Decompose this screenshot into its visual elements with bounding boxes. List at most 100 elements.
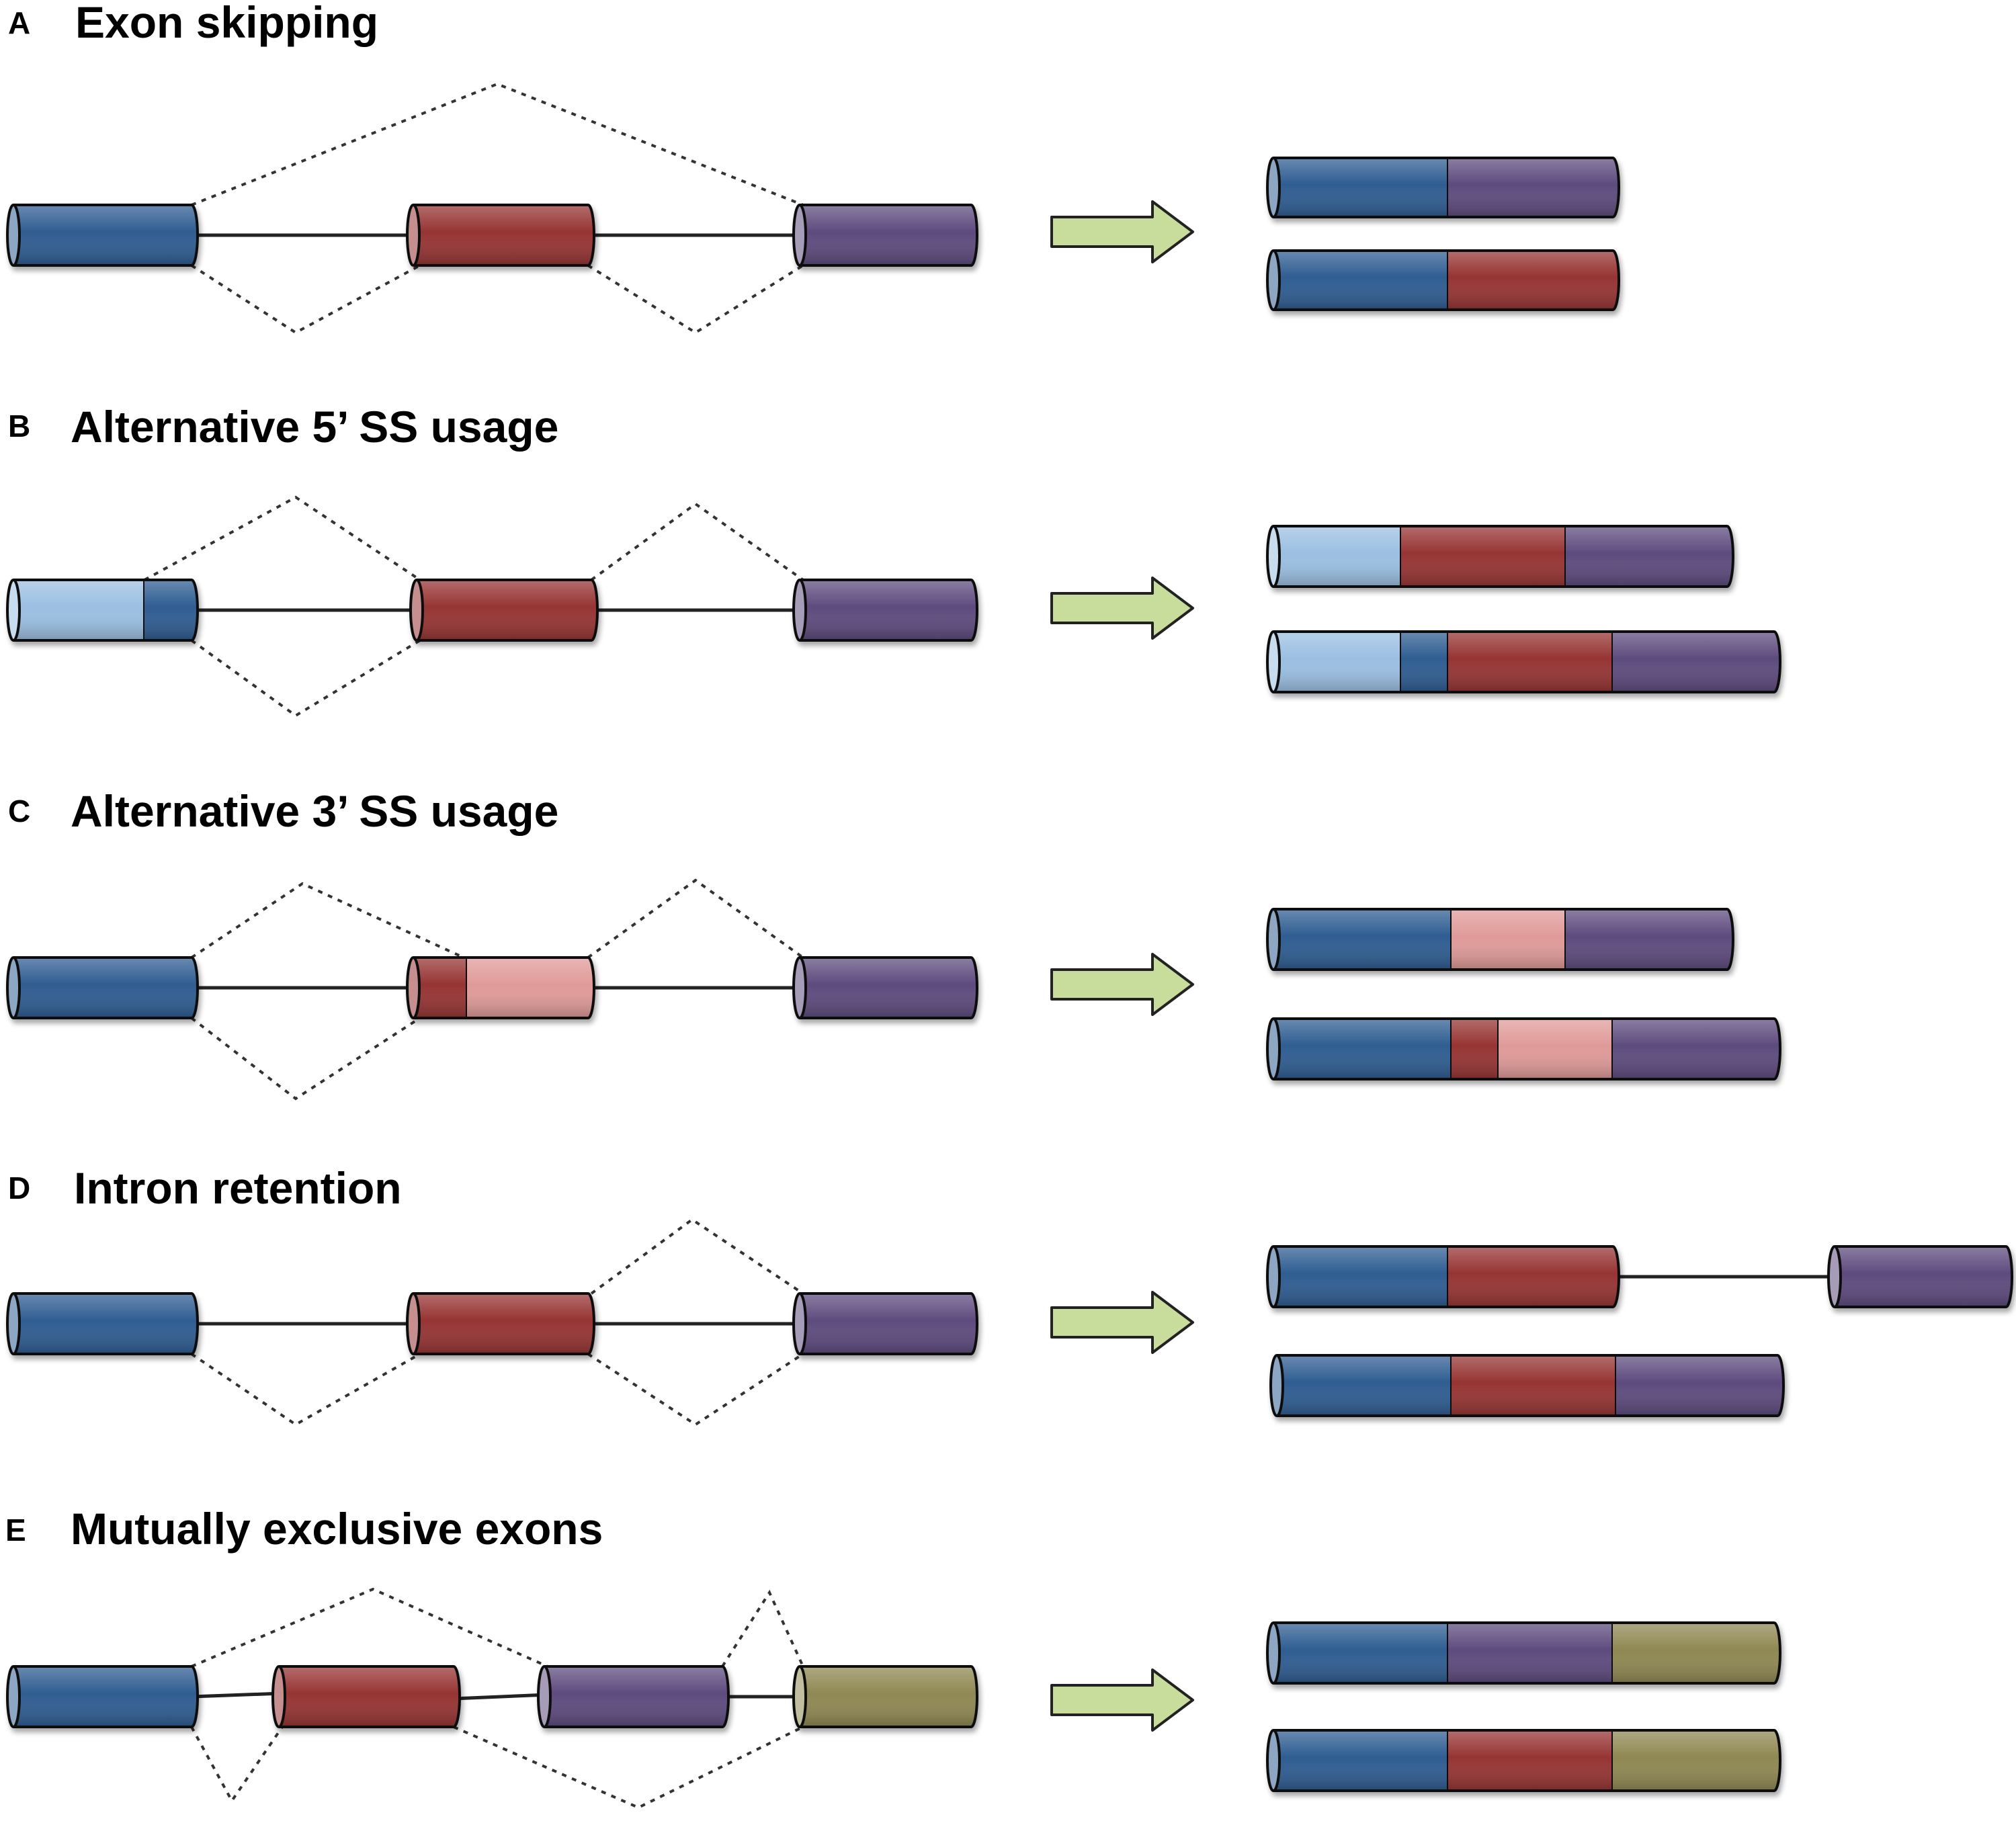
pre-mrna (6, 495, 978, 718)
mrna-isoform (1266, 630, 1781, 693)
panel-e: E Mutually exclusive exons (5, 1504, 1781, 1810)
exon-segment-shading (1273, 158, 1448, 217)
exon-segment-shading (1448, 1623, 1613, 1683)
panel-letter: E (5, 1513, 26, 1548)
exon-segment-shading (13, 205, 198, 265)
arrow-icon (1050, 953, 1194, 1016)
exon-segment-shading (800, 1666, 977, 1727)
exon-segment-shading (1448, 1730, 1613, 1791)
mrna-isoform (1266, 1017, 1781, 1080)
exon-segment-shading (1448, 1246, 1619, 1307)
exon-segment-shading (1452, 1355, 1616, 1416)
mrna-isoform (1269, 1354, 1785, 1417)
pre-mrna (6, 878, 978, 1101)
arrow-icon (1050, 577, 1194, 640)
exon-outline (1273, 630, 1781, 693)
exon-outline (544, 1665, 730, 1728)
mrna-isoforms (1266, 1245, 2013, 1417)
splice-junction (587, 264, 804, 335)
exon-outline (800, 1292, 978, 1355)
exon-cap (1266, 157, 1281, 218)
mrna-isoform (1266, 525, 1734, 588)
exon-segment-shading (417, 580, 597, 640)
splice-junction (587, 878, 804, 959)
exon-segment-shading (1273, 251, 1448, 310)
exon-outline (413, 956, 595, 1019)
splice-junction (190, 1726, 284, 1804)
exon-segment-shading (1613, 1019, 1780, 1079)
exon-segment-shading (467, 958, 594, 1018)
splice-junction (191, 1587, 548, 1668)
panel-a: A Exon skipping (6, 0, 1620, 335)
mrna-isoforms (1266, 157, 1620, 311)
exon-cap (6, 1665, 21, 1728)
exon-cap (792, 1665, 807, 1728)
pre-mrna (6, 82, 978, 335)
panel-title: Alternative 3’ SS usage (71, 786, 558, 836)
exon-cap (1266, 630, 1281, 693)
arrow-shape (1050, 1668, 1194, 1732)
exon-outline (1273, 1729, 1781, 1792)
exon-outline (13, 204, 199, 267)
exon-cap (792, 1292, 807, 1355)
splice-junction (191, 82, 804, 206)
exon-segment-shading (13, 1294, 198, 1354)
panel-letter: C (8, 794, 30, 829)
exon-outline (279, 1665, 461, 1728)
exon-segment-shading (413, 1294, 594, 1354)
exon-segment-shading (1448, 632, 1613, 692)
mrna-isoform (1266, 1621, 1781, 1685)
exon-outline (800, 579, 978, 642)
exon-purple (792, 956, 978, 1019)
exon-cap (271, 1665, 286, 1728)
panel-title: Exon skipping (75, 0, 378, 47)
splice-junction (587, 1353, 804, 1427)
exon-outline (1273, 1017, 1781, 1080)
arrow-shape (1050, 953, 1194, 1016)
exon-segment-shading (1448, 158, 1619, 217)
splice-junction (190, 1353, 421, 1427)
splice-junction (590, 1218, 804, 1295)
exon-cap (1266, 908, 1281, 971)
exon-outline (800, 204, 978, 267)
intron-line (453, 1693, 548, 1701)
exon-outline (1273, 157, 1620, 218)
exon-segment-shading (1401, 526, 1566, 587)
panel-title: Mutually exclusive exons (71, 1504, 603, 1554)
exon-blue (6, 956, 199, 1019)
exon-outline (1273, 908, 1734, 971)
arrow-icon (1050, 1668, 1194, 1732)
exon-red (406, 1292, 595, 1355)
exon-segment-shading (1273, 1730, 1448, 1791)
panel-b: B Alternative 5’ SS usage (6, 402, 1781, 718)
exon-cap (6, 579, 21, 642)
exon-purple (792, 579, 978, 642)
pre-mrna (6, 1218, 978, 1427)
exon-purple (792, 204, 978, 267)
exon-purple (1827, 1245, 2013, 1308)
exon-cap (792, 956, 807, 1019)
exon-purple (537, 1665, 730, 1728)
exon-blue (6, 204, 199, 267)
splice-junction (453, 1726, 804, 1810)
panel-c: C Alternative 3’ SS usage (6, 786, 1781, 1101)
splice-junction (721, 1589, 804, 1668)
exon-outline (1277, 1354, 1785, 1417)
arrow-shape (1050, 577, 1194, 640)
exon-segment-shading (1566, 526, 1733, 587)
pre-mrna (6, 1587, 978, 1810)
exon-segment-shading (1616, 1355, 1783, 1416)
exon-blue (6, 1292, 199, 1355)
splice-junction (190, 882, 464, 959)
exon-outline (1273, 249, 1620, 311)
exon-segment-shading (1273, 1246, 1448, 1307)
intron-line (191, 1691, 283, 1699)
exon-cap (1266, 1729, 1281, 1792)
exon-segment-shading (1273, 526, 1401, 587)
panel-title: Intron retention (74, 1163, 402, 1213)
arrow-icon (1050, 1291, 1194, 1354)
mrna-isoform (1266, 249, 1620, 311)
arrow-icon (1050, 200, 1194, 263)
exon-outline (1835, 1245, 2013, 1308)
mrna-isoform (1266, 1245, 1620, 1308)
